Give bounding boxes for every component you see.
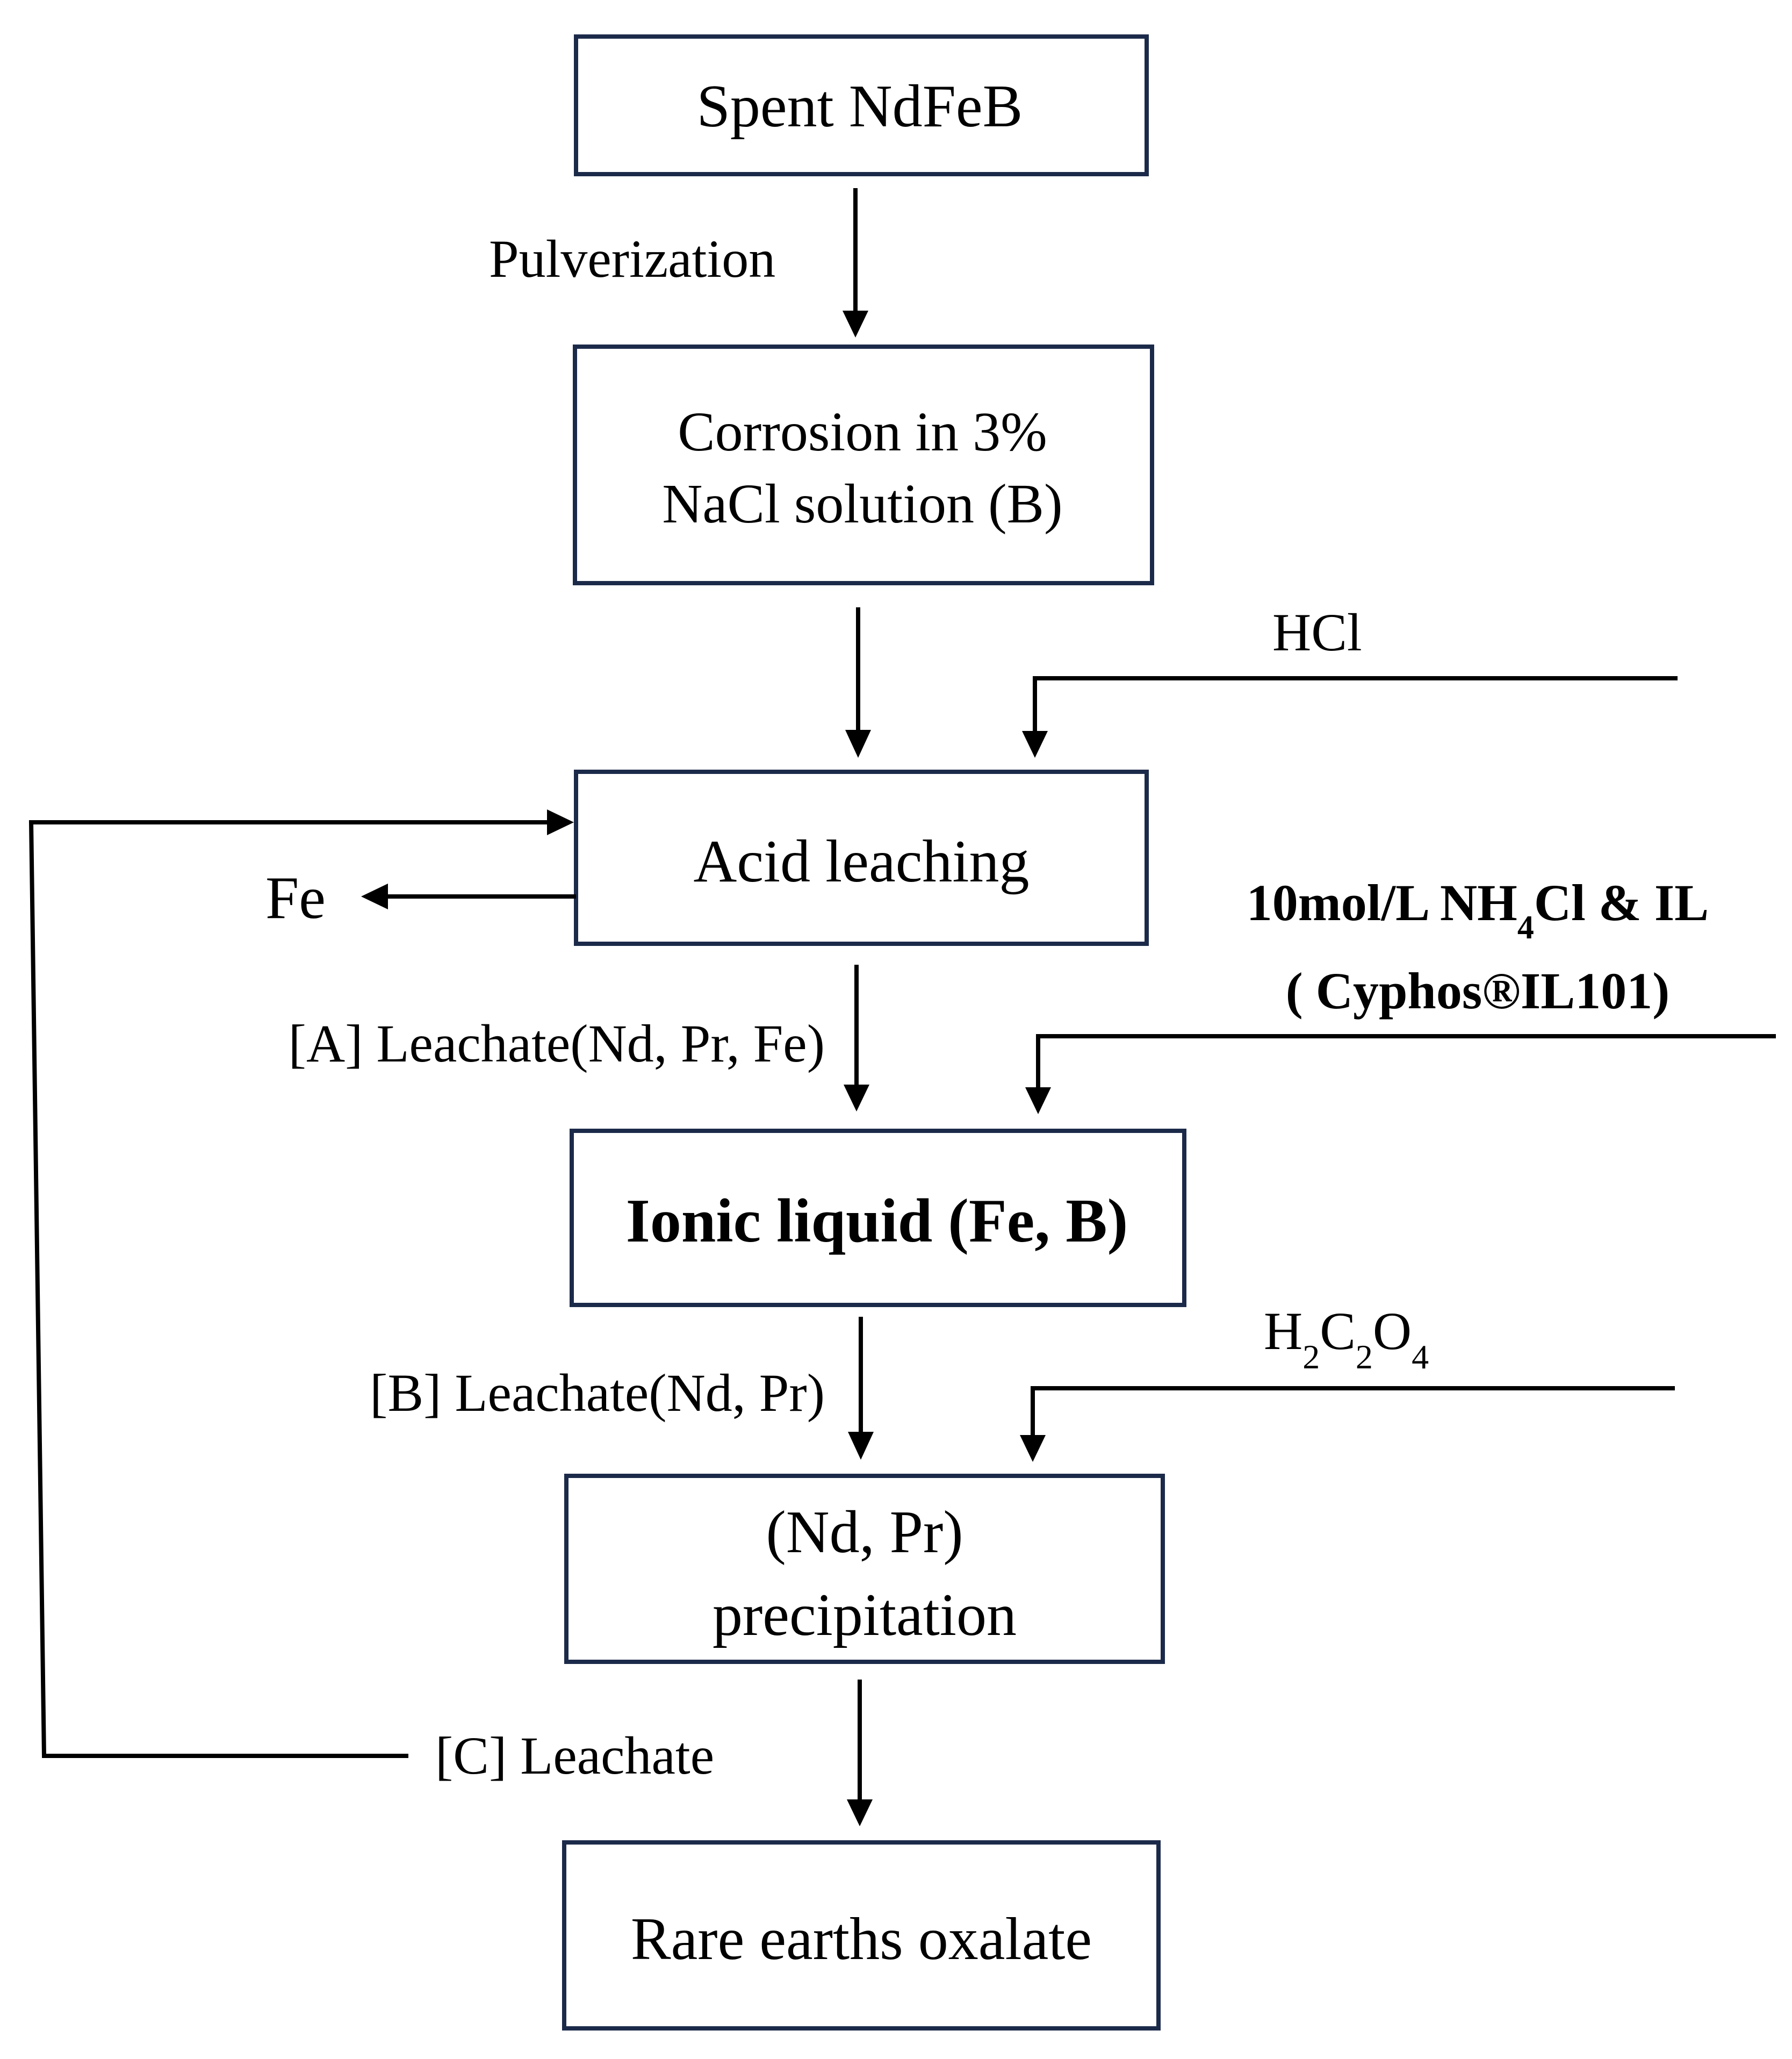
- ionic-liquid-box: [570, 1129, 1186, 1307]
- precipitation-box: [564, 1474, 1165, 1664]
- reagent-text-sub: 4: [1517, 909, 1534, 946]
- reagent-text-post: Cl & IL: [1534, 874, 1709, 931]
- oxalate-label: Rare earths oxalate: [631, 1906, 1092, 1972]
- leachate-b-label: [B] Leachate(Nd, Pr): [370, 1363, 825, 1423]
- spent-ndfeb-label: Spent NdFeB: [697, 73, 1023, 140]
- oxalic-sub3: 4: [1412, 1338, 1429, 1376]
- corrosion-label-line1: Corrosion in 3%: [678, 401, 1047, 463]
- reagent-label-line1: 10mol/L NH4Cl & IL: [1247, 874, 1709, 946]
- reagent-text-pre: 10mol/L NH: [1247, 874, 1517, 931]
- recycle-loop-arrowhead: [547, 809, 574, 835]
- arrowhead-corrosion-to-acid: [845, 730, 871, 758]
- ionic-liquid-label: Ionic liquid (Fe, B): [626, 1187, 1128, 1256]
- oxalic-sub1: 2: [1302, 1338, 1320, 1376]
- leachate-a-label: [A] Leachate(Nd, Pr, Fe): [289, 1014, 825, 1073]
- hcl-label: HCl: [1272, 602, 1362, 662]
- arrowhead-ionic-to-precip: [848, 1432, 874, 1460]
- arrowhead-spent-to-corrosion: [843, 311, 868, 338]
- oxalic-feed-line: [1031, 1386, 1675, 1436]
- oxalic-c: C: [1320, 1301, 1356, 1361]
- leachate-c-label: [C] Leachate: [435, 1726, 714, 1785]
- reagent-label-line2: ( Cyphos®IL101): [1286, 962, 1670, 1020]
- oxalic-h: H: [1264, 1301, 1302, 1361]
- oxalic-o: O: [1373, 1301, 1412, 1361]
- hcl-feed-line: [1033, 676, 1678, 732]
- acid-leaching-box: [574, 770, 1149, 946]
- pulverization-label: Pulverization: [489, 229, 775, 289]
- oxalate-box: [562, 1840, 1161, 2031]
- reagent-feed-arrowhead: [1025, 1087, 1051, 1114]
- oxalic-sub2: 2: [1356, 1338, 1373, 1376]
- arrowhead-precip-to-oxalate: [847, 1799, 873, 1826]
- corrosion-label-line2: NaCl solution (B): [662, 473, 1062, 535]
- recycle-loop-line: [28, 820, 548, 1758]
- fe-output-arrowhead: [361, 884, 388, 909]
- fe-label: Fe: [265, 865, 326, 931]
- spent-ndfeb-box: [574, 34, 1149, 176]
- precipitation-label-line1: (Nd, Pr): [766, 1499, 963, 1566]
- hcl-feed-arrowhead: [1022, 731, 1048, 758]
- corrosion-box: [573, 345, 1154, 585]
- arrowhead-acid-to-ionic: [844, 1085, 869, 1111]
- precipitation-label-line2: precipitation: [713, 1582, 1017, 1648]
- acid-leaching-label: Acid leaching: [693, 828, 1029, 895]
- oxalic-acid-label: H2C2O4: [1264, 1301, 1429, 1376]
- reagent-feed-line: [1036, 1034, 1776, 1088]
- oxalic-feed-arrowhead: [1020, 1435, 1046, 1462]
